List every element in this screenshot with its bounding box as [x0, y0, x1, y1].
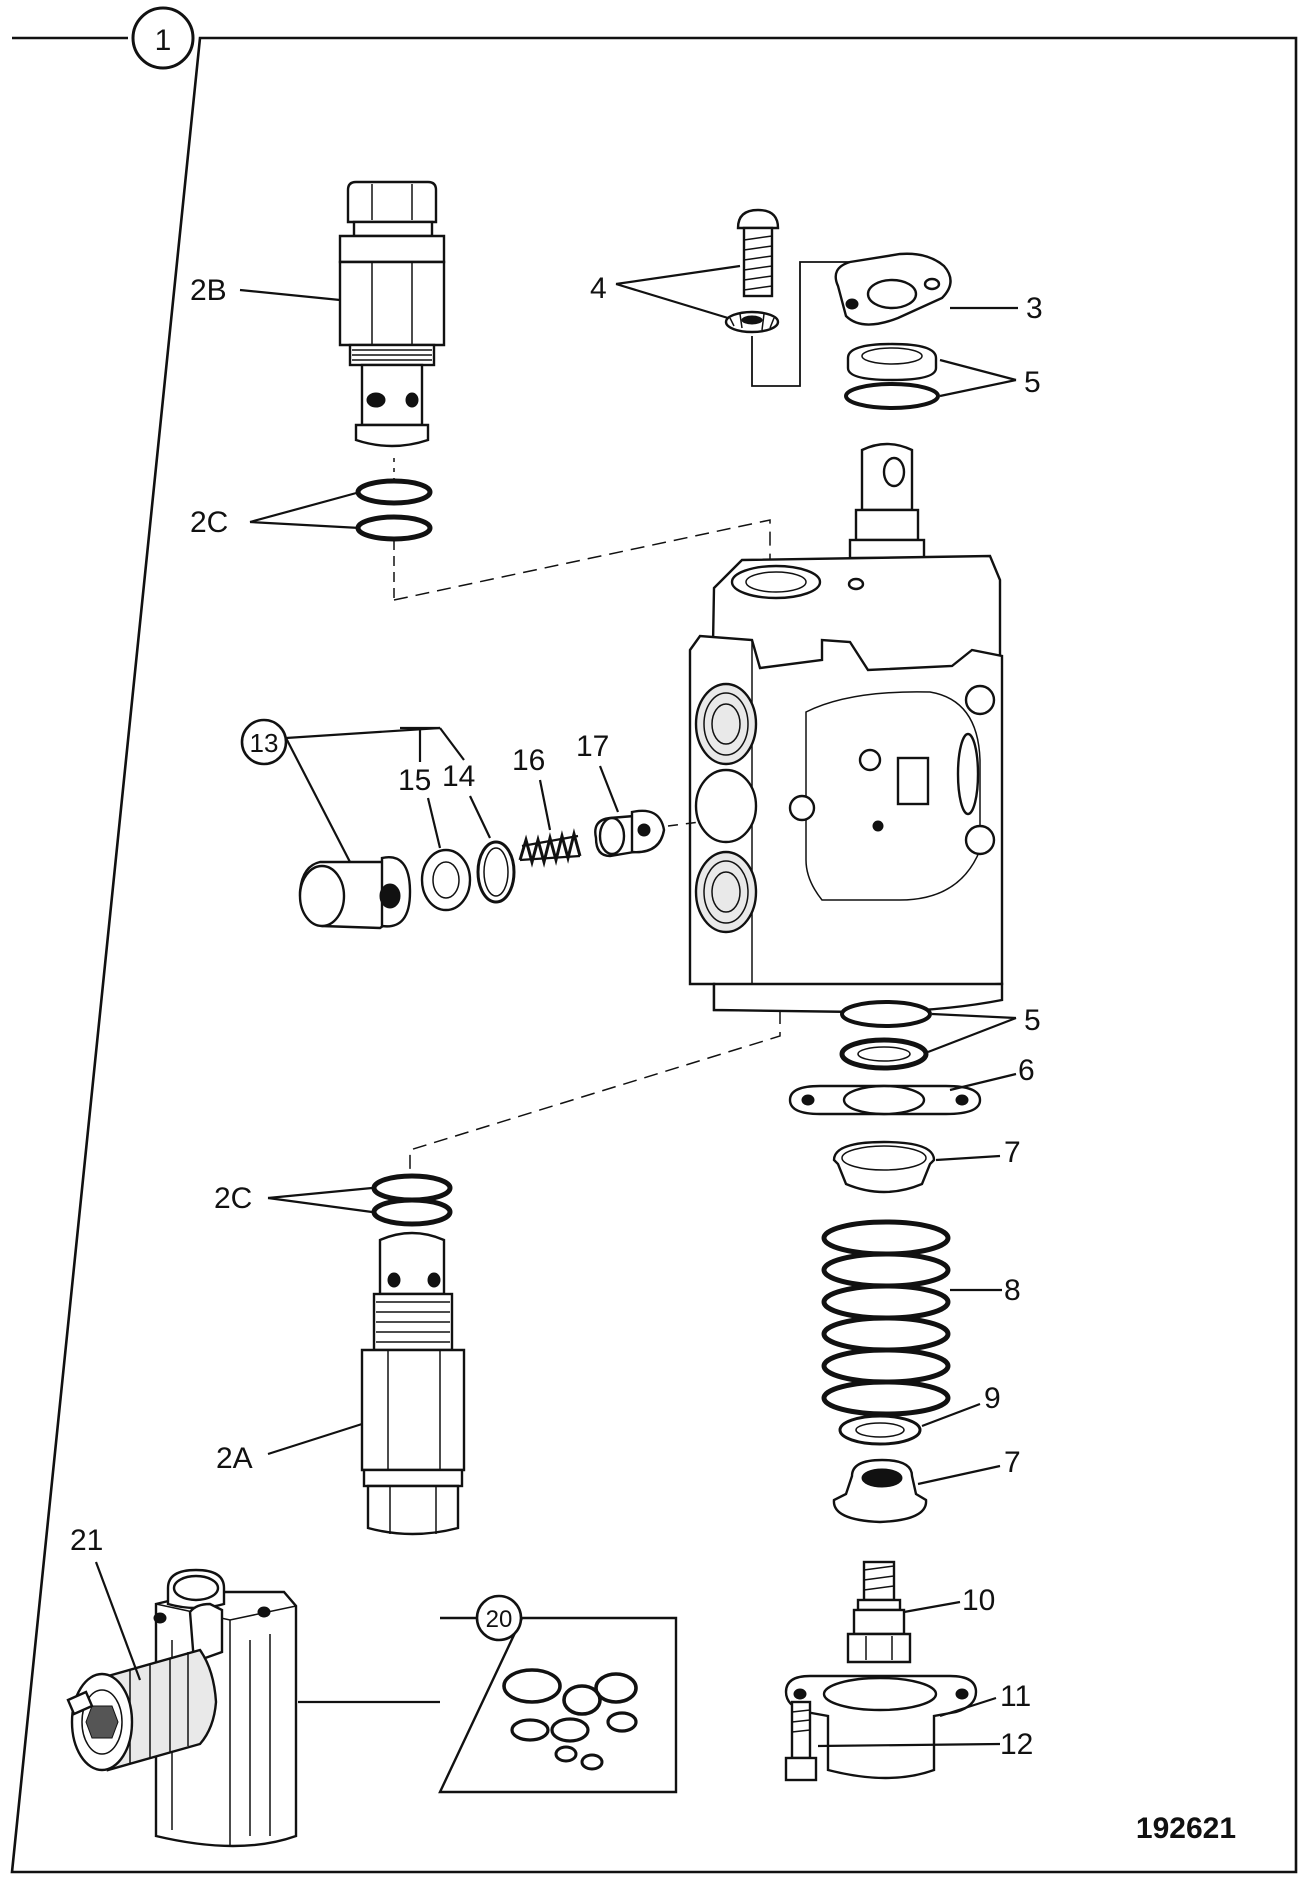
seal-kit-20[interactable]: [438, 1616, 678, 1794]
svg-text:14: 14: [442, 760, 475, 793]
screw-4[interactable]: [736, 208, 780, 298]
svg-text:11: 11: [1000, 1680, 1031, 1713]
solenoid-valve-21[interactable]: [66, 1568, 298, 1848]
snap-ring-14[interactable]: [476, 840, 516, 904]
label-12: 12: [817, 1728, 1033, 1761]
svg-text:20: 20: [486, 1606, 513, 1633]
label-7-bot: 7: [917, 1446, 1021, 1486]
relief-valve-2a[interactable]: [360, 1231, 466, 1536]
poppet-17[interactable]: [594, 809, 666, 858]
label-9: 9: [921, 1382, 1001, 1428]
cover-plate-3[interactable]: [834, 252, 952, 326]
svg-text:7: 7: [1004, 1136, 1021, 1169]
label-21: 21: [70, 1524, 142, 1681]
washer-9[interactable]: [838, 1414, 922, 1446]
bolt-12[interactable]: [784, 1700, 818, 1782]
callout-20[interactable]: 20: [475, 1594, 523, 1642]
label-10: 10: [903, 1584, 995, 1617]
label-5-top: 5: [939, 358, 1041, 399]
svg-text:1: 1: [155, 24, 172, 57]
svg-text:3: 3: [1026, 292, 1043, 325]
plug-13[interactable]: [298, 856, 412, 930]
label-11: 11: [939, 1680, 1031, 1718]
valve-block[interactable]: [688, 442, 1004, 1014]
seal-rings-2c-bot[interactable]: [371, 1173, 453, 1227]
svg-text:7: 7: [1004, 1446, 1021, 1479]
svg-text:5: 5: [1024, 366, 1041, 399]
svg-text:2C: 2C: [190, 506, 228, 539]
plug-10[interactable]: [846, 1560, 912, 1664]
label-3: 3: [950, 292, 1043, 325]
label-8: 8: [950, 1274, 1021, 1307]
svg-text:12: 12: [1000, 1728, 1033, 1761]
svg-text:5: 5: [1024, 1004, 1041, 1037]
label-15: 15: [398, 728, 442, 849]
label-2a: 2A: [216, 1422, 363, 1475]
gasket-6[interactable]: [788, 1084, 982, 1116]
callout-1[interactable]: 1: [131, 6, 195, 70]
label-6: 6: [949, 1054, 1035, 1092]
lock-washer-4[interactable]: [724, 310, 780, 334]
svg-text:8: 8: [1004, 1274, 1021, 1307]
svg-text:9: 9: [984, 1382, 1001, 1415]
label-5-mid: 5: [927, 1004, 1041, 1054]
svg-text:15: 15: [398, 764, 431, 797]
svg-text:17: 17: [576, 730, 609, 763]
spring-16[interactable]: [518, 828, 582, 868]
svg-text:2A: 2A: [216, 1442, 253, 1475]
svg-text:2C: 2C: [214, 1182, 252, 1215]
svg-text:13: 13: [250, 728, 279, 758]
svg-text:16: 16: [512, 744, 545, 777]
label-2c-top: 2C: [190, 490, 361, 539]
spring-seat-7-top[interactable]: [832, 1140, 936, 1194]
label-2c-bot: 2C: [214, 1182, 373, 1215]
spring-seat-7-bot[interactable]: [832, 1458, 928, 1524]
svg-text:10: 10: [962, 1584, 995, 1617]
relief-valve-2b[interactable]: [338, 180, 446, 448]
figure-number: 192621: [1136, 1812, 1236, 1845]
svg-text:4: 4: [590, 272, 607, 305]
callout-13[interactable]: 13: [240, 718, 441, 863]
svg-text:6: 6: [1018, 1054, 1035, 1087]
label-7-top: 7: [935, 1136, 1021, 1169]
seal-rings-2c-top[interactable]: [355, 458, 433, 600]
seals-5-top[interactable]: [844, 342, 940, 410]
label-4: 4: [590, 264, 741, 320]
label-16: 16: [512, 744, 552, 831]
seals-5-mid[interactable]: [839, 1000, 932, 1071]
spring-8[interactable]: [821, 1219, 951, 1417]
washer-15[interactable]: [420, 848, 472, 912]
frame: [10, 36, 1298, 1874]
label-14: 14: [439, 727, 491, 839]
svg-text:21: 21: [70, 1524, 103, 1557]
svg-text:2B: 2B: [190, 274, 227, 307]
label-2b: 2B: [190, 274, 341, 307]
label-17: 17: [576, 730, 620, 813]
